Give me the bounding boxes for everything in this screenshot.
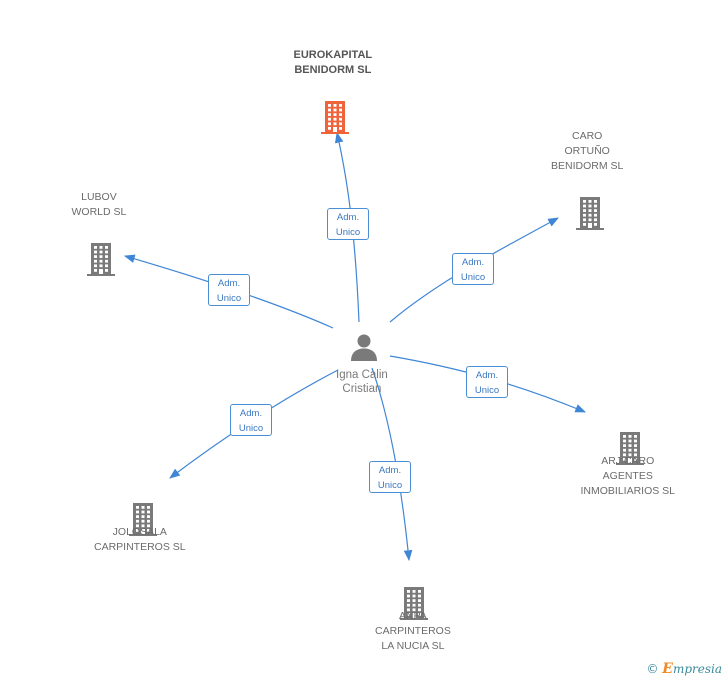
edge-label-line: Unico bbox=[474, 385, 500, 396]
edge-label-line: Unico bbox=[335, 227, 361, 238]
edge-label-line: Unico bbox=[377, 480, 403, 491]
company-name-line: BENIDORM SL bbox=[551, 160, 624, 172]
company-name-line: AGENTES bbox=[602, 470, 653, 482]
building-icon[interactable] bbox=[614, 430, 646, 471]
edge-label-line: Adm. bbox=[217, 278, 241, 289]
edge-label-line: Unico bbox=[238, 423, 264, 434]
edge-label-line: Adm. bbox=[336, 212, 360, 223]
edge-label-anpa[interactable]: Adm. Unico bbox=[369, 461, 411, 493]
person-icon[interactable] bbox=[349, 333, 379, 366]
company-name-line: ARJ CARO bbox=[601, 455, 655, 467]
company-name-caro-ortuno[interactable]: CARO ORTUÑO BENIDORM SL bbox=[551, 129, 623, 174]
edge-label-line: Unico bbox=[216, 293, 242, 304]
edge-label-line: Adm. bbox=[378, 465, 402, 476]
company-name-line: INMOBILIARIOS SL bbox=[580, 485, 676, 497]
company-name-eurokapital[interactable]: EUROKAPITAL BENIDORM SL bbox=[294, 48, 373, 78]
edge-line-anpa bbox=[371, 367, 413, 562]
building-icon[interactable] bbox=[127, 501, 159, 542]
footer-brand: © Empresia bbox=[646, 661, 722, 677]
company-name-line: ORTUÑO bbox=[564, 145, 610, 157]
company-name-anpa[interactable]: ANPA CARPINTEROS LA NUCIA SL bbox=[375, 609, 451, 654]
company-name-line: CARO bbox=[572, 130, 603, 142]
edge-label-lubov[interactable]: Adm. Unico bbox=[208, 274, 250, 306]
edge-label-line: Adm. bbox=[475, 370, 499, 381]
company-name-line: JOLOSALA bbox=[112, 526, 167, 538]
edge-label-caro-ortuno[interactable]: Adm. Unico bbox=[452, 253, 494, 285]
edge-label-eurokapital[interactable]: Adm. Unico bbox=[327, 208, 369, 240]
company-name-line: CARPINTEROS bbox=[375, 625, 451, 637]
company-name-line: LUBOV bbox=[81, 191, 117, 203]
person-name-line: Igna Calin bbox=[336, 369, 388, 381]
copyright-symbol: © bbox=[646, 662, 659, 676]
company-name-arj-caro[interactable]: ARJ CARO AGENTES INMOBILIARIOS SL bbox=[581, 454, 676, 499]
edge-label-jolosala[interactable]: Adm. Unico bbox=[230, 404, 272, 436]
building-icon[interactable] bbox=[574, 195, 606, 236]
company-name-line: BENIDORM SL bbox=[294, 64, 372, 76]
brand-logo-text: mpresia bbox=[672, 662, 722, 676]
building-icon[interactable] bbox=[85, 241, 117, 282]
company-name-line: EUROKAPITAL bbox=[293, 49, 373, 61]
edge-label-line: Unico bbox=[460, 272, 486, 283]
company-name-line: ANPA bbox=[399, 610, 427, 622]
edge-label-line: Adm. bbox=[239, 408, 263, 419]
company-name-jolosala[interactable]: JOLOSALA CARPINTEROS SL bbox=[94, 525, 186, 555]
building-icon[interactable] bbox=[398, 585, 430, 626]
edge-label-line: Adm. bbox=[461, 257, 485, 268]
company-name-lubov[interactable]: LUBOV WORLD SL bbox=[72, 190, 127, 220]
brand-logo-initial: E bbox=[662, 661, 673, 677]
building-icon[interactable] bbox=[319, 99, 351, 140]
company-name-line: CARPINTEROS SL bbox=[94, 541, 186, 553]
person-name-line: Cristian bbox=[342, 383, 382, 395]
edge-label-arj-caro[interactable]: Adm. Unico bbox=[466, 366, 508, 398]
company-name-line: WORLD SL bbox=[71, 206, 127, 218]
company-name-line: LA NUCIA SL bbox=[381, 640, 445, 652]
